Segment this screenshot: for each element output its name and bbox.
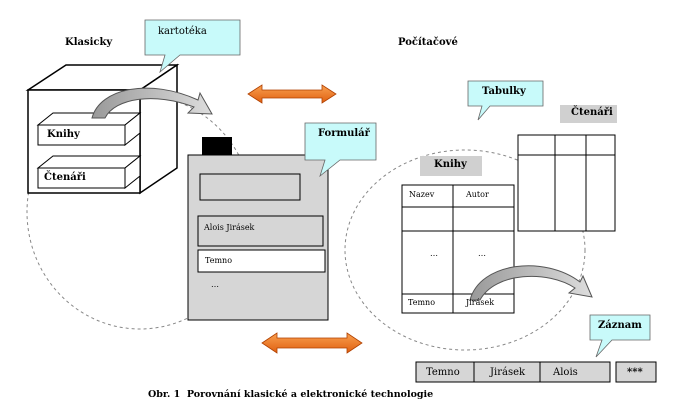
computer-heading: Počítačové [398, 37, 458, 48]
books-ellipsis-2: … [478, 249, 486, 258]
books-col-name: Nazev [409, 190, 435, 199]
kartoteka-callout-label: kartotéka [158, 26, 207, 37]
callout-tabulky-shape [467, 80, 544, 121]
callout-kartoteka-shape [144, 19, 241, 74]
books-col-author: Autor [466, 190, 489, 199]
form-field-title: Temno [205, 256, 233, 265]
record-cell-firstname: Alois [553, 367, 578, 378]
figure-caption: Obr. 1 Porovnání klasické a elektronické… [148, 389, 434, 400]
record-cell-surname: Jirásek [490, 367, 526, 378]
zaznam-callout-label: Záznam [598, 320, 642, 331]
double-arrow-bottom [261, 332, 363, 354]
record-cell-more: *** [627, 367, 643, 378]
form-panel [187, 137, 329, 321]
books-title-box [420, 156, 482, 176]
classic-heading: Klasicky [65, 37, 113, 48]
books-row-author: Jirásek [466, 298, 495, 307]
right-dashed-circle [344, 149, 586, 351]
callout-formular-shape [304, 122, 377, 178]
curved-arrow-table [469, 265, 593, 301]
record-cell-title: Temno [426, 367, 460, 378]
record-bar [415, 361, 657, 383]
form-field-author: Alois Jirásek [204, 223, 255, 232]
drawer-readers-label: Čtenáři [44, 172, 86, 183]
books-ellipsis-1: … [430, 249, 438, 258]
callout-zaznam-shape [589, 314, 651, 358]
books-row-title: Temno [408, 298, 436, 307]
form-ellipsis: … [211, 280, 219, 289]
curved-arrow-cabinet [91, 87, 213, 119]
tabulky-callout-label: Tabulky [482, 86, 526, 97]
double-arrow-top [247, 84, 337, 104]
books-table-title: Knihy [434, 159, 467, 170]
books-table [401, 184, 515, 314]
drawer-books-label: Knihy [47, 129, 80, 140]
readers-title-box [560, 105, 617, 123]
readers-table [517, 134, 616, 232]
formular-callout-label: Formulář [318, 128, 370, 139]
readers-table-title: Čtenáři [571, 107, 613, 118]
